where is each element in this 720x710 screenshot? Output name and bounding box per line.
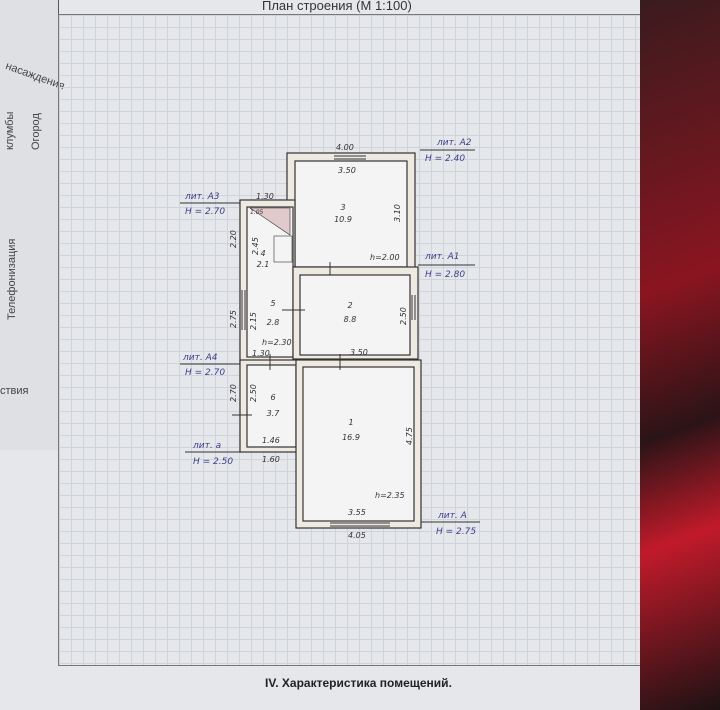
- floor-plan: 3 10.9 4 2.1 5 2.8 2 8.8 6 3.7 1 16.9 ли…: [180, 138, 480, 540]
- letter-label: лит. А3: [184, 192, 220, 202]
- dimension: h=2.30: [262, 338, 292, 347]
- room-number: 6: [270, 393, 275, 402]
- dimension: 2.20: [229, 230, 238, 248]
- dimension: 3.10: [393, 204, 402, 222]
- room-number: 4: [260, 249, 265, 258]
- dimension: 4.05: [348, 531, 366, 540]
- letter-height: Н = 2.75: [436, 527, 476, 537]
- dimension: 2.50: [249, 384, 258, 402]
- plan-title: План строения (М 1:100): [262, 0, 412, 13]
- dimension: 4.00: [336, 143, 354, 152]
- letter-height: Н = 2.50: [193, 457, 233, 467]
- room-number: 2: [347, 301, 352, 310]
- room-number: 3: [340, 203, 345, 212]
- dimension: 2.45: [251, 237, 260, 255]
- room-number: 1: [348, 418, 353, 427]
- dimension: 1.60: [262, 455, 280, 464]
- letter-label: лит. А1: [424, 252, 459, 262]
- room-area: 3.7: [267, 409, 281, 418]
- dimension: h=2.00: [370, 253, 400, 262]
- room-number: 5: [270, 299, 275, 308]
- dimension: 2.70: [229, 384, 238, 402]
- dimension: 3.50: [338, 166, 356, 175]
- letter-label: лит. а: [192, 441, 221, 451]
- paper-sheet: насаждения клумбы Огород Телефонизация с…: [0, 0, 700, 710]
- letter-label: лит. А: [437, 511, 467, 521]
- dimension: 1.46: [262, 436, 280, 445]
- dimension: 4.75: [405, 427, 414, 445]
- dimension: 3.55: [348, 508, 366, 517]
- dimension: 1.05: [250, 209, 264, 216]
- dimension: 3.50: [350, 348, 368, 357]
- room-area: 16.9: [342, 433, 360, 442]
- letter-height: Н = 2.70: [185, 207, 225, 217]
- dimension: 1.30: [252, 349, 270, 358]
- room-area: 2.1: [257, 260, 270, 269]
- dimension: 1.30: [256, 192, 274, 201]
- letter-height: Н = 2.40: [425, 154, 465, 164]
- dimension: 2.75: [229, 310, 238, 328]
- letter-height: Н = 2.70: [185, 368, 225, 378]
- room-area: 8.8: [344, 315, 357, 324]
- letter-label: лит. А2: [436, 138, 472, 148]
- left-label: ствия: [0, 385, 29, 397]
- letter-height: Н = 2.80: [425, 270, 465, 280]
- dimension: 2.15: [249, 312, 258, 330]
- dimension: h=2.35: [375, 491, 405, 500]
- dimension: 2.50: [399, 307, 408, 325]
- section-heading: IV. Характеристика помещений.: [265, 676, 452, 690]
- stove-symbol: [273, 235, 293, 263]
- letter-label: лит. А4: [182, 353, 218, 363]
- stair-symbol: [249, 207, 291, 236]
- room-area: 2.8: [267, 318, 280, 327]
- room-area: 10.9: [334, 215, 352, 224]
- background-fabric: [640, 0, 720, 710]
